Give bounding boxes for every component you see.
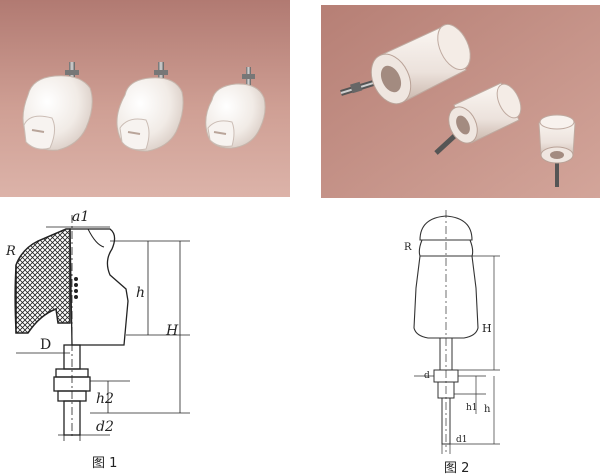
dim-h2: h2	[96, 391, 114, 407]
insulator-3	[205, 67, 266, 149]
section-hatch	[15, 228, 71, 334]
technical-drawing-2: R H d h1 h d1	[390, 210, 560, 455]
dim-d: d	[424, 371, 430, 381]
dim-R: R	[404, 242, 412, 253]
dim-h: h	[484, 404, 491, 415]
pin-insulator-medium	[434, 82, 522, 155]
pin-insulator-large	[340, 23, 471, 105]
dim-D: D	[40, 337, 51, 353]
dim-h1: h1	[466, 403, 478, 413]
insulator-2	[116, 62, 184, 152]
caption-figure-1: 图 1	[92, 456, 118, 471]
photo-pin-insulators	[321, 5, 600, 198]
pin-insulator-small	[538, 114, 576, 187]
thread-beads	[74, 277, 78, 299]
dim-a1: a1	[72, 209, 89, 225]
dim-d2: d2	[96, 419, 114, 435]
insulator-outline	[69, 228, 129, 346]
dim-H: H	[482, 322, 492, 335]
dim-h: h	[136, 285, 145, 301]
technical-drawing-1: a1 R h H D h2 d2	[0, 205, 200, 445]
caption-figure-2: 图 2	[444, 461, 470, 476]
photo-post-insulators	[0, 0, 290, 197]
dim-d1: d1	[456, 435, 468, 445]
dim-R: R	[5, 244, 16, 259]
insulator-body-outline	[413, 255, 479, 339]
dim-H: H	[165, 323, 179, 339]
insulator-1	[22, 62, 93, 151]
